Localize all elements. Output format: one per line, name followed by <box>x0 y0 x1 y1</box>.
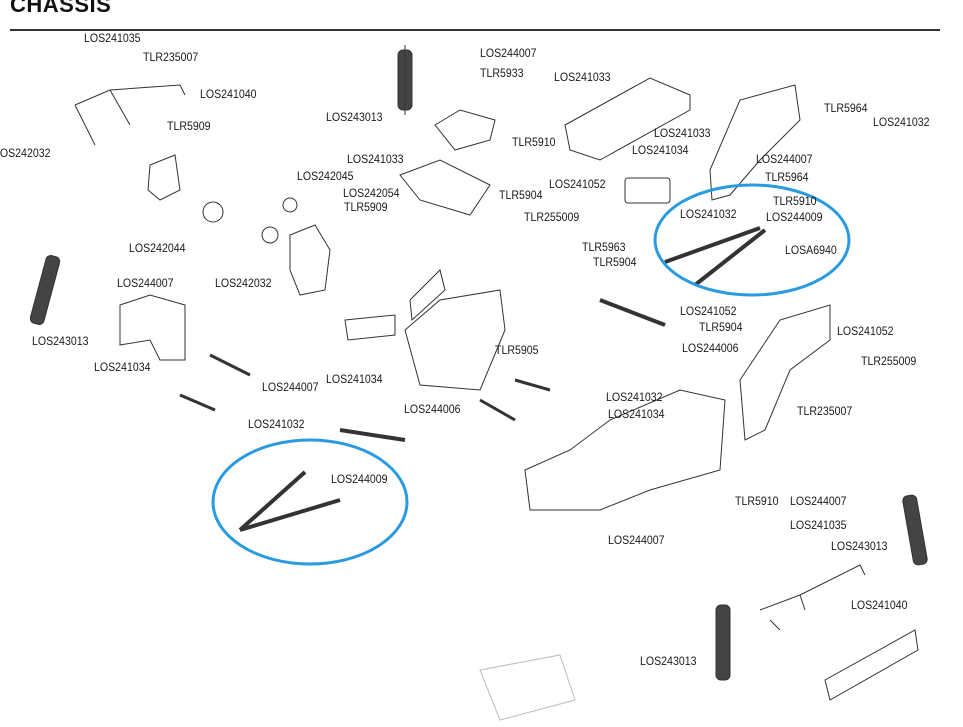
gearbox-case <box>289 224 331 296</box>
link-arm <box>479 398 516 422</box>
part-number-label: LOS242032 <box>215 278 272 290</box>
part-number-label: LOSA6940 <box>785 245 837 257</box>
part-number-label: LOS241032 <box>680 209 737 221</box>
part-number-label: LOS241052 <box>549 179 606 191</box>
highlight-ellipse <box>211 438 409 566</box>
part-number-label: TLR5904 <box>699 322 743 334</box>
shock-part <box>902 494 928 566</box>
part-number-label: TLR5910 <box>512 137 556 149</box>
part-number-label: LOS242054 <box>343 188 400 200</box>
chassis-plate <box>524 389 726 511</box>
part-number-label: LOS242044 <box>129 243 186 255</box>
shock-part <box>715 604 731 681</box>
link-arm <box>514 378 551 392</box>
part-number-label: LOS244009 <box>331 474 388 486</box>
side-panel <box>409 269 446 322</box>
link-arm <box>239 498 341 532</box>
part-number-label: LOS244007 <box>480 48 537 60</box>
part-number-label: LOS244007 <box>756 154 813 166</box>
title-divider <box>10 29 940 31</box>
part-number-label: LOS244009 <box>766 212 823 224</box>
part-number-label: TLR5909 <box>344 202 388 214</box>
link-arm <box>339 428 406 442</box>
servo <box>624 177 671 204</box>
page-title: CHASSIS <box>10 0 112 17</box>
part-number-label: TLR5910 <box>735 496 779 508</box>
part-number-label: TLR235007 <box>797 406 853 418</box>
part-number-label: TLR255009 <box>524 212 580 224</box>
link-arm <box>664 226 761 264</box>
rear-bumper <box>759 564 866 631</box>
shock-part <box>397 45 413 115</box>
part-number-label: LOS244007 <box>790 496 847 508</box>
part-number-label: LOS244007 <box>262 382 319 394</box>
chassis-plate <box>119 294 186 361</box>
part-number-label: LOS244007 <box>117 278 174 290</box>
part-number-label: TLR5964 <box>824 103 868 115</box>
battery-tray <box>564 77 691 161</box>
part-number-label: LOS243013 <box>640 656 697 668</box>
part-number-label: LOS241032 <box>248 419 305 431</box>
part-number-label: TLR5933 <box>480 68 524 80</box>
servo-mount <box>399 159 491 216</box>
chassis-plate <box>709 84 801 201</box>
wheelie-bar-plate <box>824 629 919 701</box>
receiver-box <box>434 109 496 151</box>
part-number-label: LOS241052 <box>680 306 737 318</box>
part-number-label: LOS243013 <box>32 336 89 348</box>
part-number-label: LOS241040 <box>851 600 908 612</box>
chassis-plate <box>739 304 831 441</box>
part-number-label: LOS241034 <box>632 145 689 157</box>
link-arm <box>209 353 251 377</box>
part-number-label: LOS242045 <box>297 171 354 183</box>
front-bumper <box>74 84 186 146</box>
part-number-label: LOS241034 <box>94 362 151 374</box>
part-number-label: LOS243013 <box>326 112 383 124</box>
part-number-label: LOS241052 <box>837 326 894 338</box>
part-number-label: LOS242032 <box>0 148 51 160</box>
link-arm <box>599 298 666 327</box>
part-number-label: LOS241032 <box>873 117 930 129</box>
part-number-label: LOS244006 <box>404 404 461 416</box>
transmission <box>479 654 576 721</box>
gear-cover <box>147 154 181 201</box>
part-number-label: LOS244007 <box>608 535 665 547</box>
part-number-label: LOS241033 <box>347 154 404 166</box>
link-arm <box>238 470 307 532</box>
part-number-label: TLR5963 <box>582 242 626 254</box>
chassis-plate <box>404 289 506 391</box>
shock-part <box>29 255 61 325</box>
link-arm <box>693 228 767 287</box>
part-number-label: TLR5910 <box>773 196 817 208</box>
part-number-label: LOS244006 <box>682 343 739 355</box>
spur-gear <box>202 201 224 223</box>
part-number-label: TLR5905 <box>495 345 539 357</box>
part-number-label: LOS241033 <box>654 128 711 140</box>
part-number-label: LOS241034 <box>326 374 383 386</box>
body-mount <box>344 314 396 341</box>
part-number-label: TLR5904 <box>499 190 543 202</box>
part-number-label: TLR255009 <box>861 356 917 368</box>
part-number-label: LOS241040 <box>200 89 257 101</box>
part-number-label: TLR5964 <box>765 172 809 184</box>
part-number-label: TLR235007 <box>143 52 199 64</box>
part-number-label: LOS241035 <box>84 33 141 45</box>
part-number-label: LOS241035 <box>790 520 847 532</box>
part-number-label: LOS241034 <box>608 409 665 421</box>
link-arm <box>179 393 216 412</box>
part-number-label: TLR5904 <box>593 257 637 269</box>
highlight-ellipse <box>653 183 851 297</box>
part-number-label: TLR5909 <box>167 121 211 133</box>
part-number-label: LOS241033 <box>554 72 611 84</box>
part-number-label: LOS241032 <box>606 392 663 404</box>
part-number-label: LOS243013 <box>831 541 888 553</box>
